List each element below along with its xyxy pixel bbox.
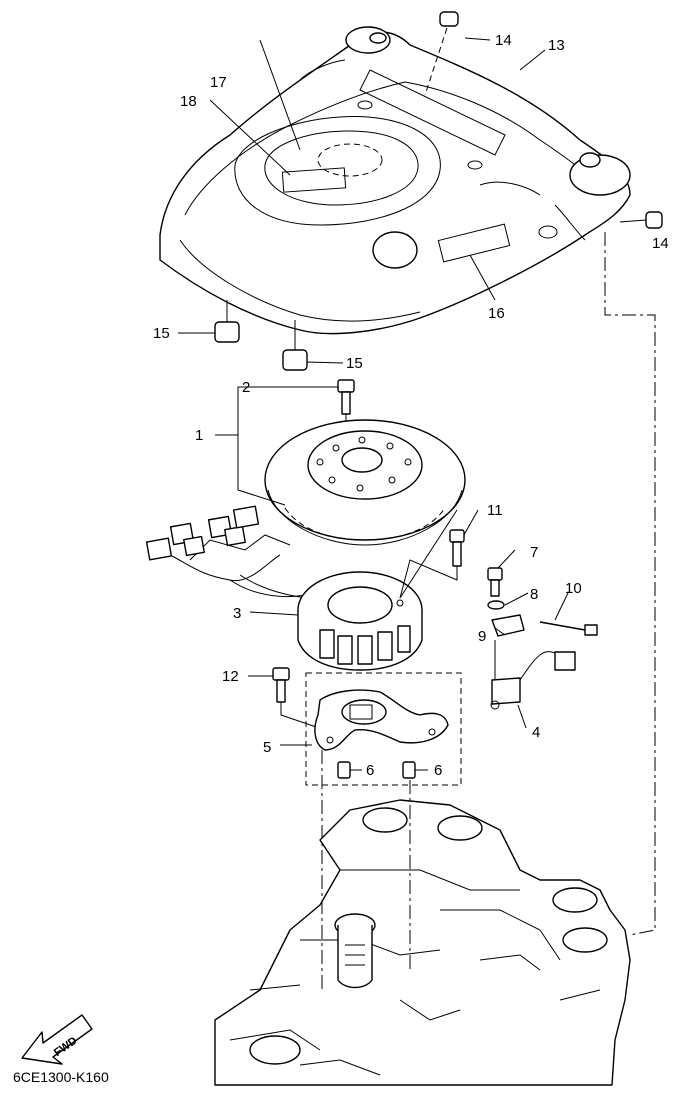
stator-base [314, 689, 449, 751]
grommet-right [619, 211, 663, 229]
flywheel-rotor [264, 419, 466, 546]
callout-10: 10 [565, 580, 582, 597]
callout-13: 13 [548, 37, 565, 54]
dowel-pin-right [402, 761, 416, 779]
dowel-pin-left [337, 761, 351, 779]
grommet-top [424, 11, 459, 96]
stator-base-group-outline [305, 672, 462, 786]
stator-coil [297, 571, 423, 671]
callout-7: 7 [530, 544, 538, 561]
diagram-code: 6CE1300-K160 [13, 1069, 109, 1085]
callout-4: 4 [532, 724, 540, 741]
callout-11: 11 [487, 502, 503, 519]
callout-12: 12 [222, 668, 239, 685]
pulser-washer [487, 600, 505, 610]
callout-14-top: 14 [495, 32, 512, 49]
callout-9: 9 [478, 628, 486, 645]
stator-wire-harness [145, 505, 323, 601]
pulser-bracket [491, 614, 525, 637]
alignment-line-cover [604, 232, 656, 936]
callout-16: 16 [488, 305, 505, 322]
mount-grommet-left [214, 300, 240, 343]
leader-lines [178, 37, 569, 771]
callout-2: 2 [242, 379, 250, 396]
callout-18: 18 [180, 93, 197, 110]
callout-17: 17 [210, 74, 227, 91]
callout-1: 1 [195, 427, 203, 444]
engine-block [214, 799, 631, 1086]
stator-base-bolt [272, 667, 326, 731]
callout-3: 3 [233, 605, 241, 622]
callout-14-right: 14 [652, 235, 669, 252]
pulser-coil [490, 640, 576, 710]
stator-screw [399, 529, 465, 599]
pulser-bolt [487, 567, 503, 597]
callout-6-right: 6 [434, 762, 442, 779]
callout-5: 5 [263, 739, 271, 756]
pulser-screw [539, 621, 598, 636]
flywheel-cover [159, 26, 631, 335]
callout-6-left: 6 [366, 762, 374, 779]
forward-arrow-icon: FWD [21, 1014, 93, 1065]
callout-15-center: 15 [346, 355, 363, 372]
mount-grommet-center [282, 320, 308, 371]
callout-8: 8 [530, 586, 538, 603]
callout-15-left: 15 [153, 325, 170, 342]
